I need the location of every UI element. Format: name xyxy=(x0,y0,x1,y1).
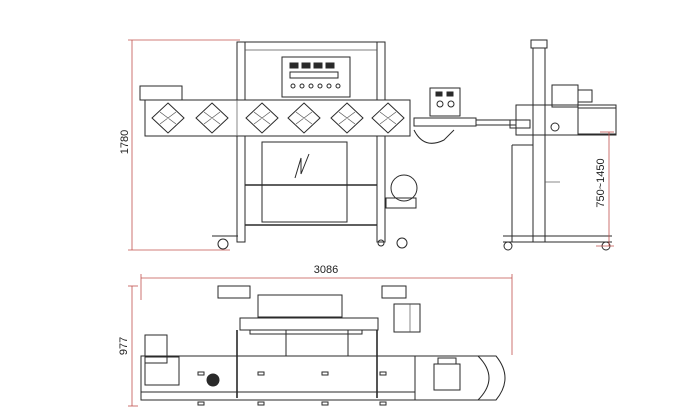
top-control-box xyxy=(433,363,461,391)
top-view: 3086 977 xyxy=(118,264,513,407)
front-wheels xyxy=(212,235,408,250)
height-dimension-1780: 1780 xyxy=(119,39,240,251)
top-deck xyxy=(140,355,416,401)
control-panel-indicators xyxy=(289,62,341,89)
dim-label-1780: 1780 xyxy=(119,130,131,154)
length-dimension-3086: 3086 xyxy=(140,264,513,355)
width-dimension-977: 977 xyxy=(118,285,138,407)
top-heater-assembly xyxy=(257,294,343,318)
side-motor xyxy=(551,84,579,108)
side-view: 750~1450 xyxy=(503,39,617,251)
deck-slots xyxy=(197,371,387,406)
dim-label-750-1450: 750~1450 xyxy=(595,158,607,207)
control-box xyxy=(429,87,461,117)
dim-label-3086: 3086 xyxy=(314,264,338,276)
heat-vents xyxy=(151,102,405,134)
front-motor xyxy=(390,174,418,202)
dim-label-977: 977 xyxy=(118,337,130,355)
height-dimension-750-1450: 750~1450 xyxy=(595,131,614,247)
front-view: 1780 xyxy=(119,39,517,251)
